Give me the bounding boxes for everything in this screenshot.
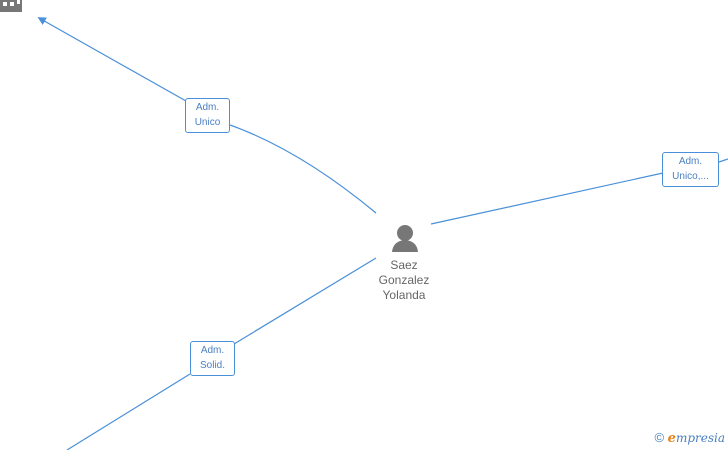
copyright-footer: © empresia <box>654 430 725 446</box>
person-name-line: Gonzalez <box>378 273 430 287</box>
person-name-line: Saez <box>390 258 418 272</box>
edge-label-line: Unico,... <box>672 171 709 182</box>
edge-label-adm-unico[interactable]: Adm. Unico <box>185 98 230 133</box>
edge-label-adm-solid[interactable]: Adm. Solid. <box>190 341 235 376</box>
edge-label-line: Unico <box>194 117 221 128</box>
edge-label-line: Adm. <box>678 156 703 167</box>
person-icon[interactable] <box>392 225 418 252</box>
edge-label-line: Adm. <box>195 102 220 113</box>
edge-arrow-line <box>37 17 187 102</box>
edge-line-bottom-offscreen <box>66 373 191 450</box>
edge-line-right-offscreen <box>718 158 728 163</box>
copyright-icon: © <box>654 430 665 445</box>
edge-line-adm-unico-right <box>430 172 664 225</box>
edge-line-adm-unico <box>229 124 377 214</box>
person-name[interactable]: Saez Gonzalez Yolanda <box>364 258 444 303</box>
edge-line-adm-solid <box>233 257 377 345</box>
edge-label-adm-unico-right[interactable]: Adm. Unico,... <box>662 152 719 187</box>
edge-label-line: Solid. <box>199 360 225 371</box>
empresia-logo-text: mpresia <box>675 431 725 445</box>
company-building-icon[interactable] <box>0 0 22 12</box>
person-name-line: Yolanda <box>382 288 426 302</box>
edge-label-line: Adm. <box>200 345 225 356</box>
empresia-logo-initial: e <box>667 431 676 446</box>
